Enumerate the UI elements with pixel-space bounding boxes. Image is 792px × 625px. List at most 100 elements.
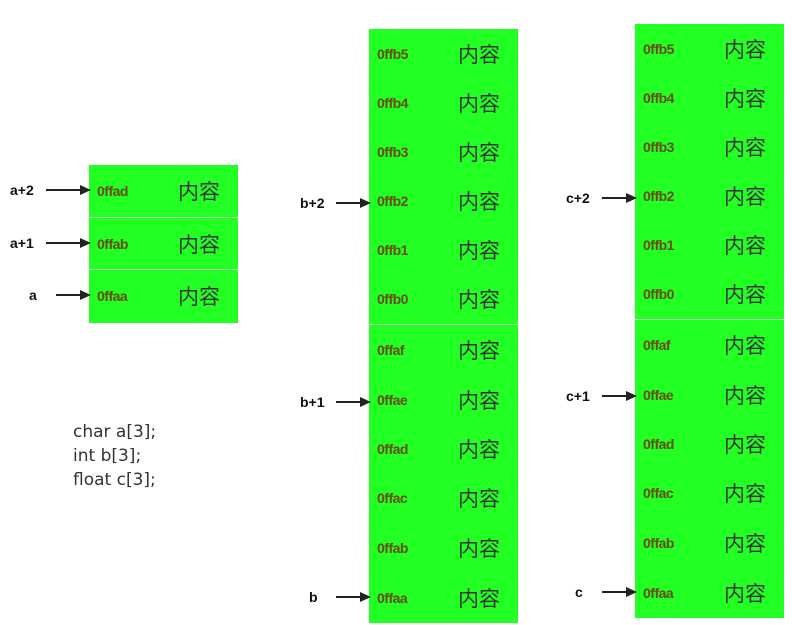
memory-cell: 0ffae 内容	[369, 375, 518, 424]
cell-address: 0ffb5	[643, 40, 674, 57]
cell-content: 内容	[458, 189, 500, 214]
memory-cell: 0ffb5 内容	[635, 24, 784, 73]
cell-address: 0ffaa	[643, 584, 674, 601]
pointer-c-plus-2: c+2	[566, 188, 638, 208]
cell-content: 内容	[458, 42, 500, 67]
cell-address: 0ffac	[643, 484, 674, 501]
array-c-block: 0ffb5 内容 0ffb4 内容 0ffb3 内容 0ffb2 内容 0ffb…	[635, 24, 784, 618]
memory-cell: 0ffab 内容	[89, 217, 238, 270]
cell-content: 内容	[458, 91, 500, 116]
cell-content: 内容	[724, 432, 766, 457]
cell-content: 内容	[178, 180, 220, 204]
cell-content: 内容	[458, 338, 500, 363]
cell-content: 内容	[458, 536, 500, 561]
memory-cell: 0ffb0 内容	[635, 269, 784, 318]
pointer-label: a+1	[10, 235, 34, 251]
pointer-a-plus-1: a+1	[10, 233, 92, 253]
cell-address: 0ffad	[97, 183, 128, 199]
cell-address: 0ffad	[377, 440, 408, 457]
arrow-right-icon	[46, 238, 91, 248]
memory-cell: 0ffb4 内容	[369, 78, 518, 127]
memory-cell: 0ffb3 内容	[369, 127, 518, 176]
cell-address: 0ffb4	[643, 89, 674, 106]
arrow-right-icon	[56, 290, 91, 300]
cell-content: 内容	[724, 233, 766, 258]
cell-content: 内容	[724, 383, 766, 408]
memory-cell: 0ffb4 内容	[635, 73, 784, 122]
pointer-label: c	[575, 584, 583, 600]
pointer-label: b+2	[300, 195, 325, 211]
arrow-right-icon	[602, 193, 637, 203]
memory-cell: 0ffb1 内容	[369, 225, 518, 274]
cell-address: 0ffae	[377, 391, 408, 408]
cell-content: 内容	[724, 333, 766, 358]
cell-content: 内容	[178, 285, 220, 309]
memory-cell: 0ffb1 内容	[635, 220, 784, 269]
cell-address: 0ffad	[643, 435, 674, 452]
cell-content: 内容	[724, 184, 766, 209]
cell-address: 0ffb0	[643, 285, 674, 302]
cell-address: 0ffaa	[97, 288, 128, 304]
cell-address: 0ffb1	[377, 241, 408, 258]
cell-content: 内容	[724, 86, 766, 111]
cell-address: 0ffb2	[377, 192, 408, 209]
cell-content: 内容	[724, 282, 766, 307]
pointer-label: c+1	[566, 388, 590, 404]
cell-address: 0ffae	[643, 386, 674, 403]
cell-content: 内容	[724, 37, 766, 62]
arrow-right-icon	[602, 391, 637, 401]
memory-cell: 0ffb2 内容	[369, 176, 518, 225]
memory-cell: 0ffab 内容	[635, 518, 784, 567]
memory-cell: 0ffb2 内容	[635, 171, 784, 220]
cell-content: 内容	[458, 486, 500, 511]
arrow-right-icon	[46, 185, 91, 195]
memory-cell: 0ffad 内容	[635, 419, 784, 468]
memory-cell: 0ffad 内容	[369, 424, 518, 473]
memory-cell: 0ffaa 内容	[635, 568, 784, 617]
memory-cell: 0ffb3 内容	[635, 122, 784, 171]
arrow-right-icon	[602, 587, 637, 597]
arrow-right-icon	[336, 397, 371, 407]
cell-address: 0ffb5	[377, 45, 408, 62]
memory-cell: 0ffab 内容	[369, 523, 518, 572]
pointer-b: b	[309, 587, 372, 607]
cell-content: 内容	[458, 287, 500, 312]
pointer-c: c	[575, 582, 638, 602]
pointer-a: a	[29, 285, 92, 305]
code-declarations: char a[3]; int b[3]; float c[3];	[73, 420, 156, 492]
cell-address: 0ffb3	[377, 143, 408, 160]
code-line: int b[3];	[73, 446, 142, 466]
pointer-label: c+2	[566, 190, 590, 206]
arrow-right-icon	[336, 592, 371, 602]
pointer-label: a+2	[10, 182, 34, 198]
memory-cell: 0ffaa 内容	[369, 573, 518, 622]
array-b-block: 0ffb5 内容 0ffb4 内容 0ffb3 内容 0ffb2 内容 0ffb…	[369, 29, 518, 623]
memory-cell: 0ffaa 内容	[89, 269, 238, 322]
memory-cell: 0ffac 内容	[369, 473, 518, 522]
cell-address: 0ffab	[97, 236, 128, 252]
pointer-b-plus-1: b+1	[300, 392, 372, 412]
cell-address: 0ffb4	[377, 94, 408, 111]
cell-address: 0ffb0	[377, 290, 408, 307]
pointer-c-plus-1: c+1	[566, 386, 638, 406]
memory-cell: 0ffaf 内容	[635, 319, 784, 369]
cell-content: 内容	[178, 233, 220, 257]
arrow-right-icon	[336, 198, 371, 208]
cell-content: 内容	[724, 581, 766, 606]
memory-cell: 0ffae 内容	[635, 370, 784, 419]
pointer-b-plus-2: b+2	[300, 193, 372, 213]
code-line: char a[3];	[73, 422, 157, 442]
memory-cell: 0ffad 内容	[89, 165, 238, 217]
memory-cell: 0ffb5 内容	[369, 29, 518, 78]
pointer-label: a	[29, 287, 37, 303]
cell-content: 内容	[724, 481, 766, 506]
pointer-label: b	[309, 589, 318, 605]
cell-address: 0ffaf	[643, 336, 671, 353]
code-line: float c[3];	[73, 470, 156, 490]
memory-cell: 0ffaf 内容	[369, 324, 518, 374]
cell-content: 内容	[458, 140, 500, 165]
cell-address: 0ffb1	[643, 236, 674, 253]
cell-address: 0ffab	[377, 539, 408, 556]
cell-content: 内容	[724, 135, 766, 160]
pointer-a-plus-2: a+2	[10, 180, 92, 200]
